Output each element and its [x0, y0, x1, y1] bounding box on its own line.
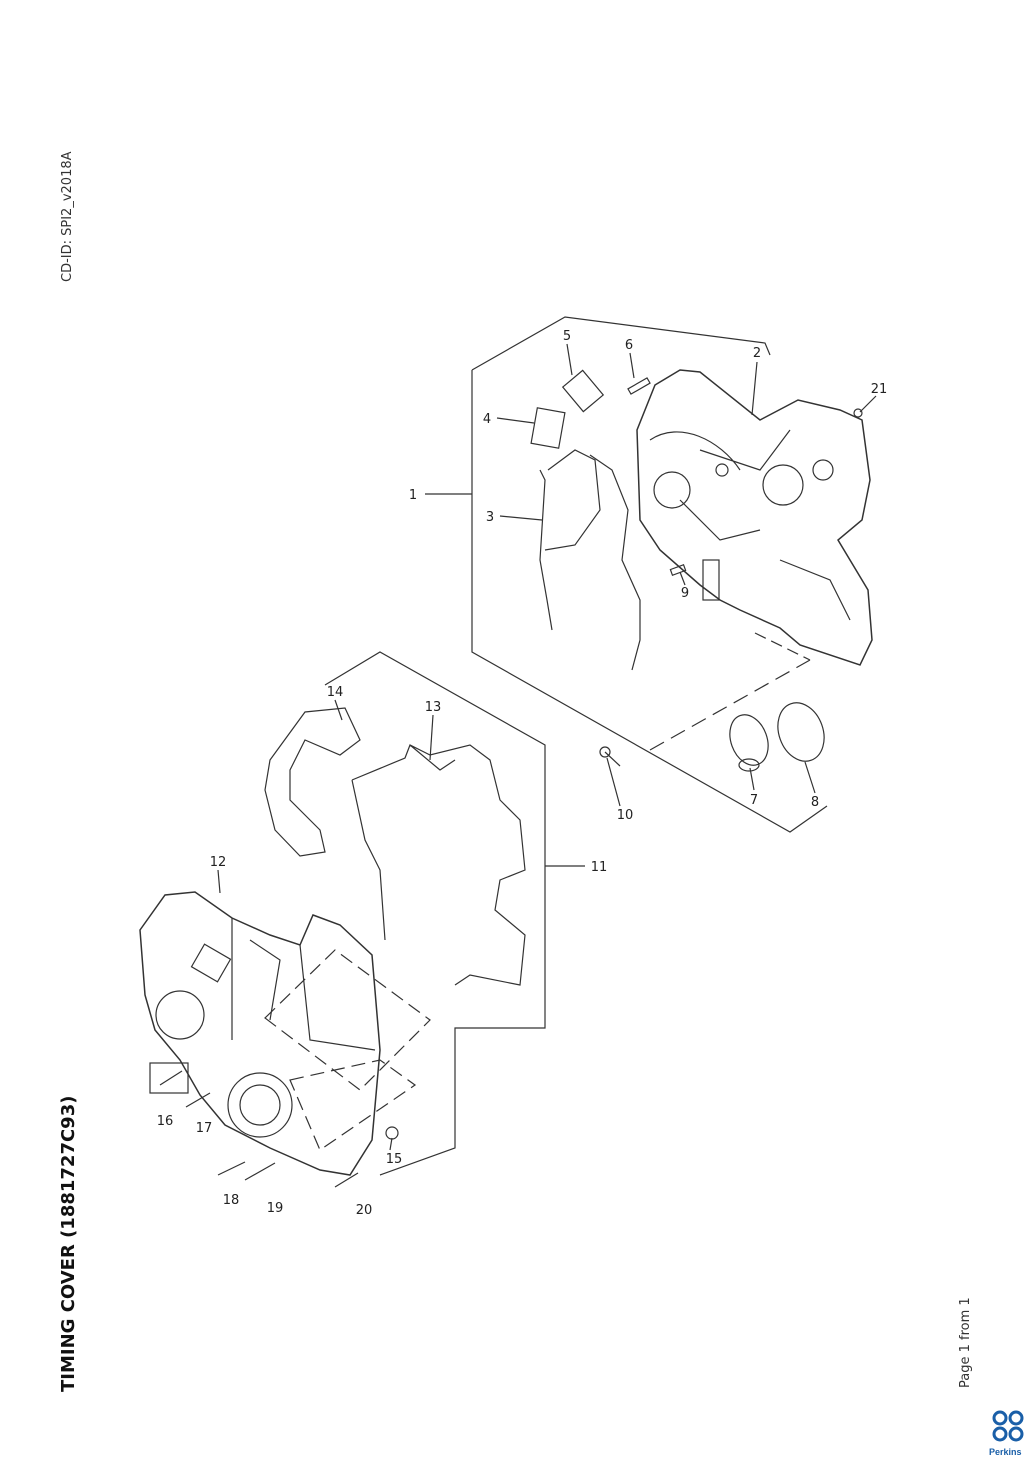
callout-20: 20	[356, 1203, 373, 1218]
callout-15: 15	[386, 1152, 403, 1167]
upper-gasket-part	[539, 449, 641, 671]
callout-19: 19	[267, 1201, 284, 1216]
callout-16: 16	[157, 1114, 174, 1129]
seal-8-part	[777, 702, 825, 762]
callout-9: 9	[681, 586, 689, 601]
perkins-logo-icon	[992, 1410, 1024, 1442]
callout-10: 10	[617, 808, 634, 823]
upper-timing-cover-part	[636, 369, 873, 666]
gasket-13-part	[351, 744, 526, 986]
callout-4: 4	[483, 412, 491, 427]
callout-13: 13	[425, 700, 442, 715]
group-1-bracket	[471, 316, 828, 833]
group-11-bracket	[324, 651, 546, 1176]
callout-14: 14	[327, 685, 344, 700]
gasket-14-part	[264, 707, 361, 857]
callout-3: 3	[486, 510, 494, 525]
callout-12: 12	[210, 855, 227, 870]
callout-7: 7	[750, 793, 758, 808]
callout-11: 11	[591, 860, 608, 875]
callout-8: 8	[811, 795, 819, 810]
callout-2: 2	[753, 346, 761, 361]
perkins-logo-text: Perkins	[989, 1447, 1022, 1457]
callout-5: 5	[563, 329, 571, 344]
callout-labels: 1 2 3 4 5 6 7 8 9 10 11 12 13 14 15 16 1…	[157, 329, 888, 1218]
callout-6: 6	[625, 338, 633, 353]
callout-21: 21	[871, 382, 888, 397]
seal-7-part	[729, 714, 769, 766]
callout-1: 1	[409, 488, 417, 503]
callout-17: 17	[196, 1121, 213, 1136]
lower-timing-cover-part	[139, 891, 381, 1176]
callout-18: 18	[223, 1193, 240, 1208]
